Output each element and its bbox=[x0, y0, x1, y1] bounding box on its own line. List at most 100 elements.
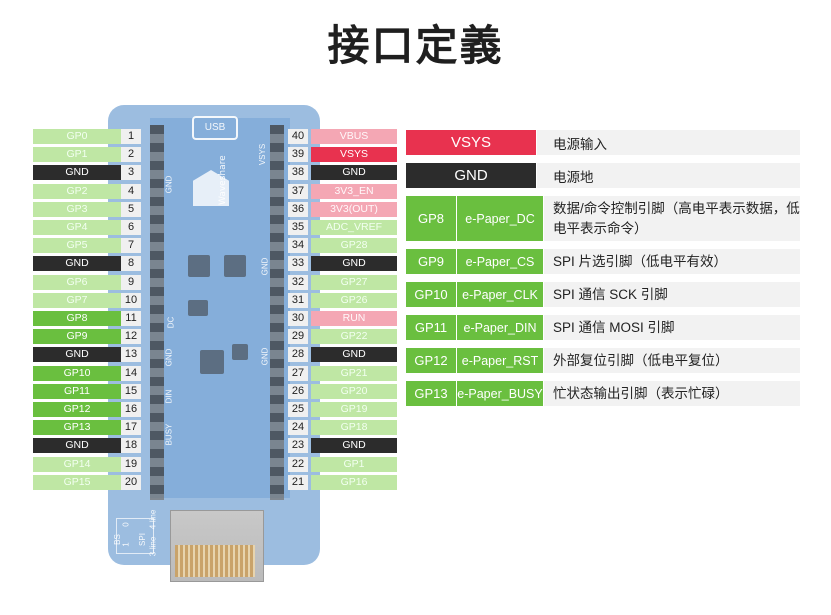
left-header-strip bbox=[150, 125, 164, 500]
pin-label-r-22: GP1 bbox=[311, 457, 397, 472]
chip-1 bbox=[188, 255, 210, 277]
bs-switch bbox=[116, 518, 154, 554]
pin-number-38: 38 bbox=[288, 165, 308, 180]
row-description: 外部复位引脚（低电平复位） bbox=[544, 348, 800, 373]
pin-label-l-4: GP2 bbox=[33, 184, 121, 199]
row-description: 数据/命令控制引脚（高电平表示数据，低电平表示命令） bbox=[544, 196, 800, 241]
silk-gnd-3: GND bbox=[260, 257, 270, 276]
pin-number-28: 28 bbox=[288, 347, 308, 362]
pin-label-r-33: GND bbox=[311, 256, 397, 271]
row-name: GND bbox=[406, 163, 536, 188]
pin-number-23: 23 bbox=[288, 438, 308, 453]
silk-gnd-1: GND bbox=[164, 175, 174, 194]
pin-label-r-21: GP16 bbox=[311, 475, 397, 490]
pin-number-8: 8 bbox=[121, 256, 141, 271]
pin-number-3: 3 bbox=[121, 165, 141, 180]
pin-number-24: 24 bbox=[288, 420, 308, 435]
bs-label: BS bbox=[112, 534, 122, 545]
pin-number-25: 25 bbox=[288, 402, 308, 417]
pin-label-l-13: GND bbox=[33, 347, 121, 362]
pin-label-r-39: VSYS bbox=[311, 147, 397, 162]
row-gpio: GP11 bbox=[406, 315, 456, 340]
row-function: e-Paper_BUSY bbox=[457, 381, 543, 406]
chip-3 bbox=[188, 300, 208, 316]
pin-number-34: 34 bbox=[288, 238, 308, 253]
page-title: 接口定義 bbox=[327, 21, 504, 70]
row-function: e-Paper_RST bbox=[457, 348, 543, 373]
row-function: e-Paper_DC bbox=[457, 196, 543, 241]
pin-label-l-7: GP5 bbox=[33, 238, 121, 253]
pin-number-27: 27 bbox=[288, 366, 308, 381]
pin-number-9: 9 bbox=[121, 275, 141, 290]
pin-label-l-14: GP10 bbox=[33, 366, 121, 381]
pin-number-5: 5 bbox=[121, 202, 141, 217]
silk-dc: DC bbox=[166, 316, 176, 329]
row-function: e-Paper_DIN bbox=[457, 315, 543, 340]
pin-label-r-38: GND bbox=[311, 165, 397, 180]
pin-label-l-2: GP1 bbox=[33, 147, 121, 162]
pin-label-l-1: GP0 bbox=[33, 129, 121, 144]
pin-number-36: 36 bbox=[288, 202, 308, 217]
row-gpio: GP13 bbox=[406, 381, 456, 406]
pin-number-10: 10 bbox=[121, 293, 141, 308]
row-description: SPI 片选引脚（低电平有效） bbox=[544, 249, 800, 274]
row-description: SPI 通信 SCK 引脚 bbox=[544, 282, 800, 307]
pin-number-17: 17 bbox=[121, 420, 141, 435]
pin-label-r-27: GP21 bbox=[311, 366, 397, 381]
fpc-contacts bbox=[175, 545, 255, 577]
row-description: 电源地 bbox=[537, 163, 800, 188]
pin-number-2: 2 bbox=[121, 147, 141, 162]
pin-label-r-37: 3V3_EN bbox=[311, 184, 397, 199]
chip-2 bbox=[224, 255, 246, 277]
pin-number-18: 18 bbox=[121, 438, 141, 453]
row-gpio: GP8 bbox=[406, 196, 456, 241]
pin-number-40: 40 bbox=[288, 129, 308, 144]
pin-number-26: 26 bbox=[288, 384, 308, 399]
silk-din: DIN bbox=[164, 389, 174, 404]
row-description: 电源输入 bbox=[537, 130, 800, 155]
row-name: VSYS bbox=[406, 130, 536, 155]
pin-number-35: 35 bbox=[288, 220, 308, 235]
chip-4 bbox=[232, 344, 248, 360]
pin-label-l-3: GND bbox=[33, 165, 121, 180]
pin-label-l-10: GP7 bbox=[33, 293, 121, 308]
pin-label-r-34: GP28 bbox=[311, 238, 397, 253]
pin-label-r-29: GP22 bbox=[311, 329, 397, 344]
pin-number-30: 30 bbox=[288, 311, 308, 326]
pin-label-l-6: GP4 bbox=[33, 220, 121, 235]
pin-number-32: 32 bbox=[288, 275, 308, 290]
pin-label-r-24: GP18 bbox=[311, 420, 397, 435]
pin-label-l-9: GP6 bbox=[33, 275, 121, 290]
pin-number-7: 7 bbox=[121, 238, 141, 253]
pin-number-6: 6 bbox=[121, 220, 141, 235]
row-function: e-Paper_CS bbox=[457, 249, 543, 274]
pin-label-l-15: GP11 bbox=[33, 384, 121, 399]
pin-label-r-25: GP19 bbox=[311, 402, 397, 417]
pin-label-r-26: GP20 bbox=[311, 384, 397, 399]
brand-text: Waveshare bbox=[218, 155, 228, 205]
silk-vsys: VSYS bbox=[258, 143, 268, 166]
bs-label-spi: SPI bbox=[137, 533, 147, 546]
pin-number-19: 19 bbox=[121, 457, 141, 472]
pin-label-r-32: GP27 bbox=[311, 275, 397, 290]
pin-label-r-36: 3V3(OUT) bbox=[311, 202, 397, 217]
bs-label-1: 1 bbox=[121, 542, 131, 547]
pin-label-l-5: GP3 bbox=[33, 202, 121, 217]
pin-label-r-40: VBUS bbox=[311, 129, 397, 144]
row-description: SPI 通信 MOSI 引脚 bbox=[544, 315, 800, 340]
pin-label-r-30: RUN bbox=[311, 311, 397, 326]
pin-number-1: 1 bbox=[121, 129, 141, 144]
pin-number-22: 22 bbox=[288, 457, 308, 472]
inductor bbox=[200, 350, 224, 374]
pin-label-l-8: GND bbox=[33, 256, 121, 271]
row-gpio: GP12 bbox=[406, 348, 456, 373]
pin-number-12: 12 bbox=[121, 329, 141, 344]
pin-number-21: 21 bbox=[288, 475, 308, 490]
pin-label-l-12: GP9 bbox=[33, 329, 121, 344]
